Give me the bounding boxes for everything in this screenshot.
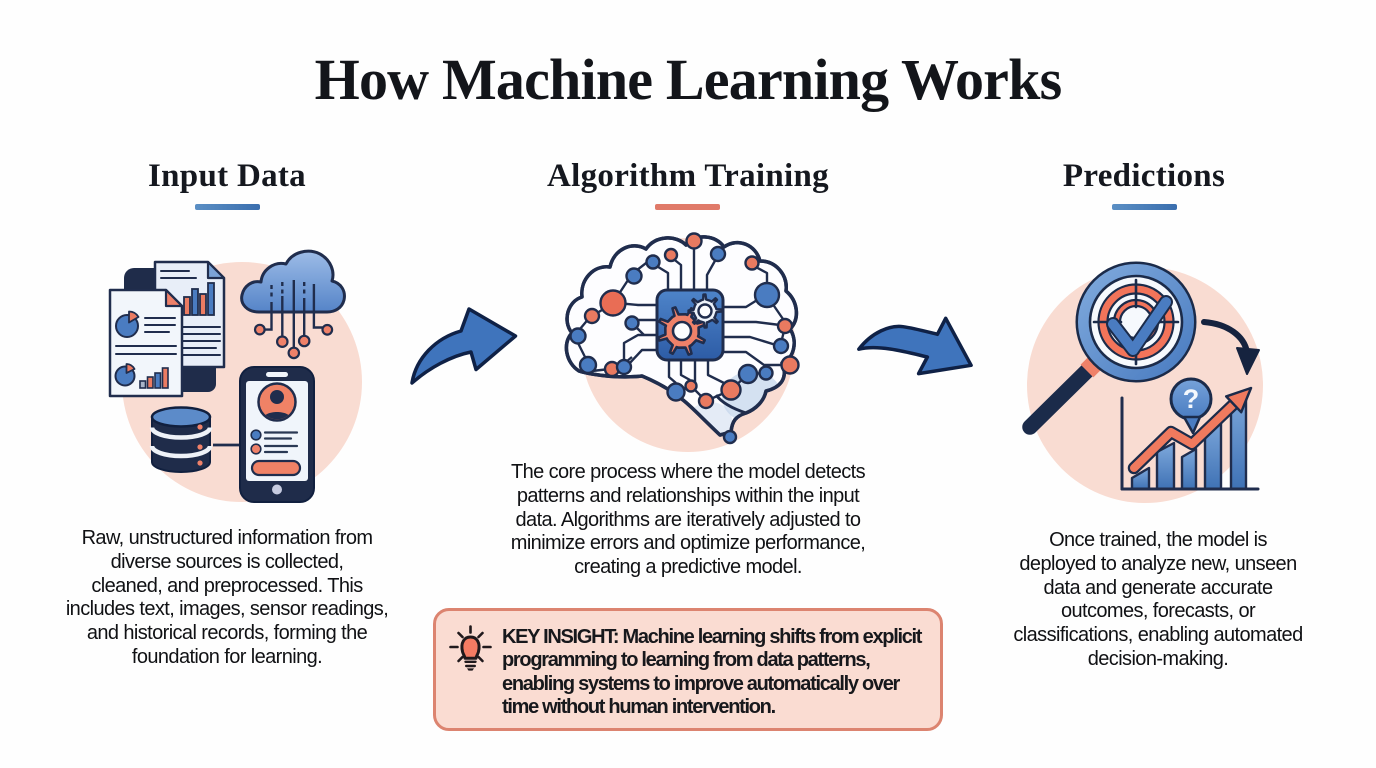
svg-text:?: ? — [1183, 384, 1200, 414]
